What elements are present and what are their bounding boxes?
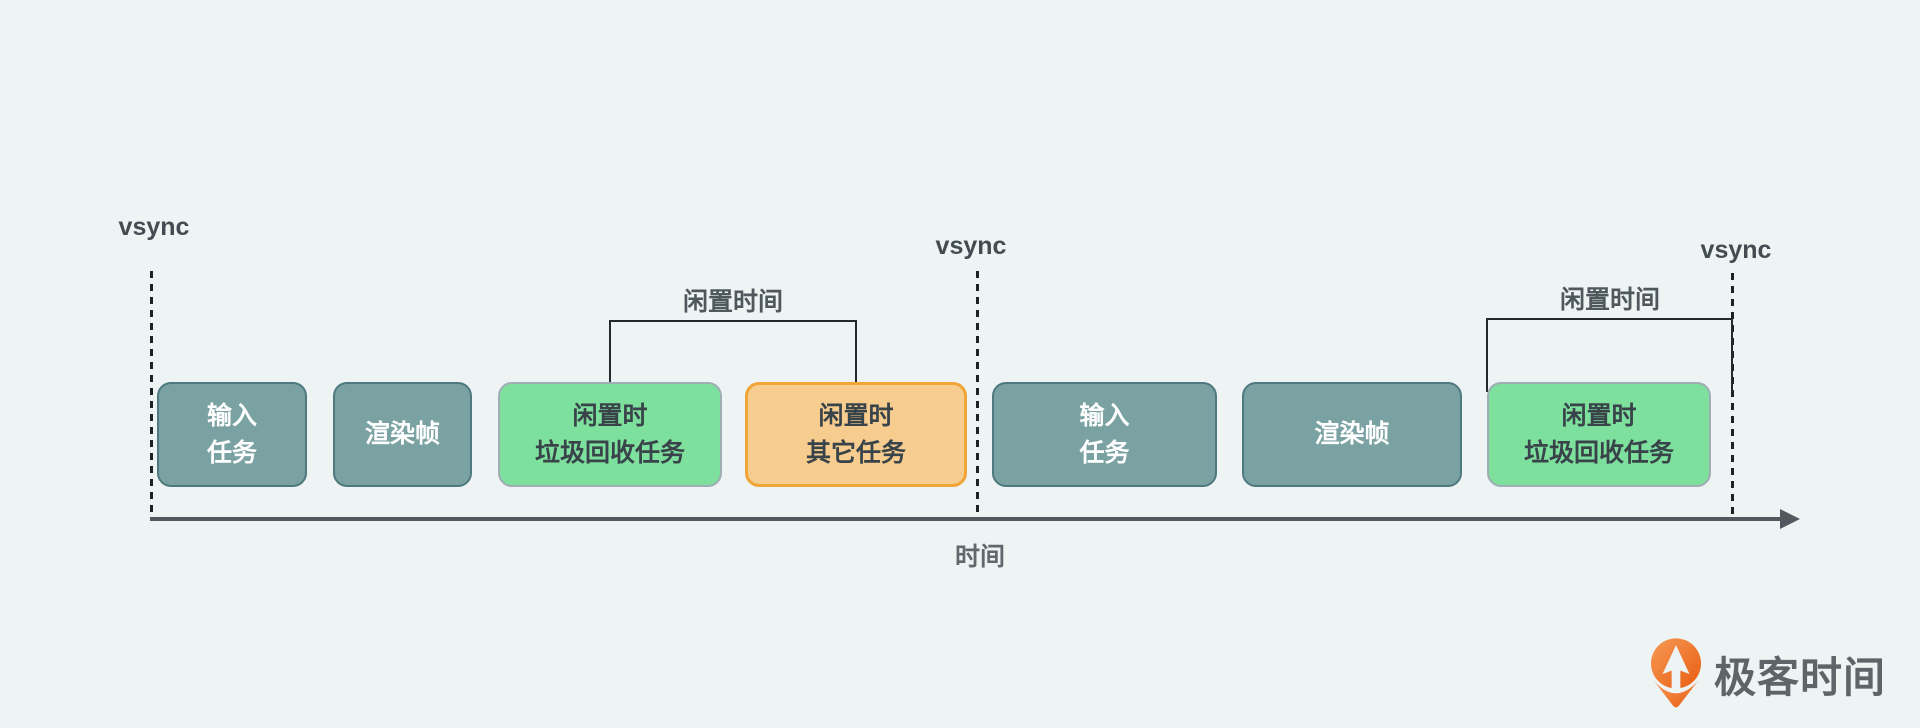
vsync-dashed-line-3: [1731, 273, 1734, 520]
vsync-dashed-line-1: [150, 271, 153, 520]
task-box-text: 垃圾回收任务: [1523, 438, 1674, 467]
task-box-idle-other: 闲置时 其它任务: [745, 382, 967, 487]
vsync-dashed-line-2: [976, 271, 979, 520]
task-box-input-2: 输入 任务: [992, 382, 1217, 487]
time-axis-label: 时间: [954, 543, 1006, 571]
idle-time-label-2: 闲置时间: [1559, 286, 1661, 314]
geektime-logo: 极客时间: [1650, 636, 1886, 712]
vsync-label-2: vsync: [935, 232, 1007, 260]
task-box-text: 任务: [206, 438, 257, 467]
task-box-text: 输入: [1079, 401, 1130, 430]
task-box-input-1: 输入 任务: [157, 382, 307, 487]
task-box-text: 渲染帧: [364, 420, 440, 448]
geektime-pin-logo-icon: [1650, 638, 1702, 708]
time-axis-arrowhead: [1780, 509, 1800, 529]
task-box-text: 输入: [206, 401, 257, 430]
task-box-render-frame-2: 渲染帧: [1242, 382, 1462, 487]
vsync-label-1: vsync: [118, 213, 190, 241]
task-box-text: 闲置时: [1561, 401, 1637, 430]
task-box-text: 其它任务: [805, 438, 906, 467]
task-box-text: 闲置时: [572, 401, 648, 430]
idle-time-bracket-1: [609, 320, 857, 382]
geektime-logo-text: 极客时间: [1714, 653, 1887, 701]
task-box-text: 垃圾回收任务: [534, 438, 685, 467]
idle-time-bracket-2: [1486, 318, 1733, 392]
time-axis-line: [150, 517, 1782, 521]
vsync-label-3: vsync: [1700, 236, 1772, 264]
task-box-idle-gc-1: 闲置时 垃圾回收任务: [498, 382, 722, 487]
task-box-text: 闲置时: [818, 401, 894, 430]
task-box-text: 任务: [1079, 438, 1130, 467]
task-box-text: 渲染帧: [1314, 420, 1390, 448]
idle-time-label-1: 闲置时间: [682, 288, 784, 316]
task-box-idle-gc-2: 闲置时 垃圾回收任务: [1487, 382, 1711, 487]
task-box-render-frame-1: 渲染帧: [333, 382, 472, 487]
